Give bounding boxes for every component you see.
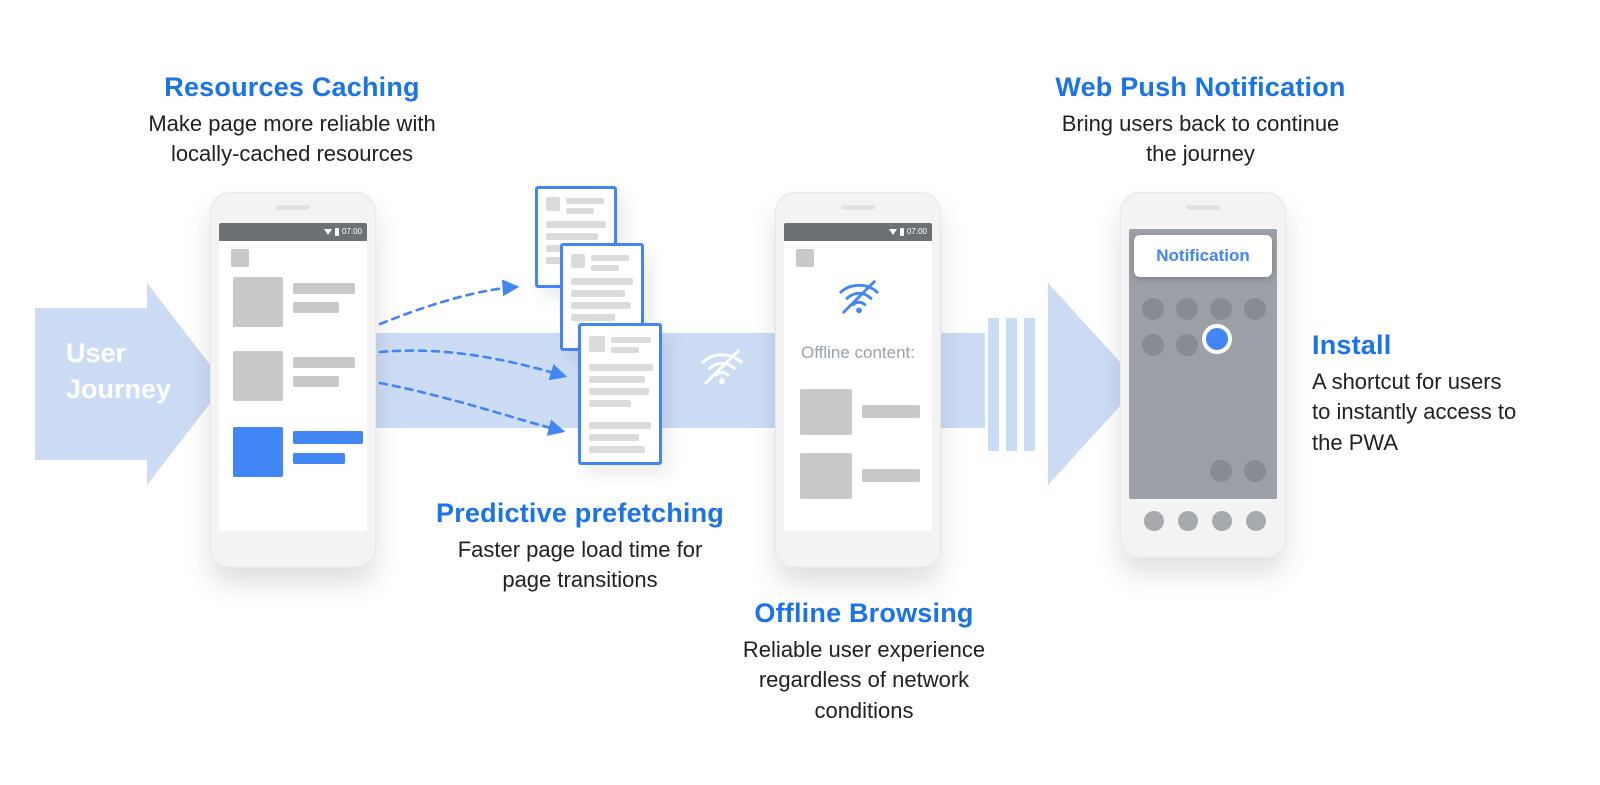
speaker-slot [841, 205, 875, 210]
text-line-placeholder [293, 302, 339, 313]
thumbnail-placeholder [571, 254, 585, 268]
pwa-shortcut-icon[interactable] [1202, 324, 1232, 354]
journey-band-segment [1006, 318, 1017, 451]
offline-browsing-section: Offline Browsing Reliable user experienc… [689, 598, 1039, 726]
offline-browsing-title: Offline Browsing [754, 598, 974, 628]
menu-placeholder [796, 249, 814, 267]
signal-icon [888, 229, 897, 235]
text-line-placeholder [566, 208, 594, 214]
text-line-placeholder [293, 357, 355, 368]
web-push-notification-title: Web Push Notification [1055, 72, 1346, 102]
wifi-off-icon [839, 280, 879, 314]
prefetch-arrow-top [378, 279, 520, 326]
web-push-notification-description: Bring users back to continue the journey [1061, 111, 1340, 167]
install-section: Install A shortcut for users to instantl… [1312, 330, 1562, 458]
clock-label: 07:00 [906, 227, 927, 236]
journey-band-segment [1024, 318, 1035, 451]
text-line-placeholder [571, 314, 615, 321]
text-line-placeholder [589, 388, 649, 395]
battery-icon [899, 228, 904, 236]
app-icon-placeholder [1176, 334, 1198, 356]
menu-placeholder [231, 249, 249, 267]
journey-phone-screen: 07:00 [219, 223, 367, 531]
app-icon-placeholder [1142, 298, 1164, 320]
resources-caching-description: Make page more reliable with locally-cac… [148, 111, 436, 167]
predictive-prefetching-description: Faster page load time for page transitio… [457, 537, 703, 593]
text-line-placeholder [546, 221, 606, 228]
phone-user-journey: 07:00 [210, 192, 376, 568]
text-line-placeholder [293, 376, 339, 387]
notification-label: Notification [1156, 246, 1250, 265]
text-line-placeholder [546, 233, 598, 240]
push-notification-card[interactable]: Notification [1134, 235, 1272, 277]
prefetched-page [578, 323, 662, 465]
offline-phone-screen: 07:00 Offline content: [784, 223, 932, 531]
status-bar: 07:00 [784, 223, 932, 241]
app-icon-placeholder [1210, 460, 1232, 482]
user-journey-label: User Journey [66, 338, 172, 404]
predictive-prefetching-title: Predictive prefetching [436, 498, 724, 528]
text-line-placeholder [589, 434, 639, 441]
text-line-placeholder [589, 446, 645, 453]
app-icon-placeholder [1142, 334, 1164, 356]
offline-content-label: Offline content: [800, 343, 916, 362]
text-line-placeholder [566, 198, 604, 204]
dock-icon-placeholder [1144, 511, 1164, 531]
phone-install: Notification [1120, 192, 1286, 558]
text-line-placeholder [589, 422, 651, 429]
app-icon-placeholder [1176, 298, 1198, 320]
install-phone-screen: Notification [1129, 229, 1277, 499]
thumbnail-placeholder [800, 389, 852, 435]
thumbnail-placeholder [800, 453, 852, 499]
app-icon-placeholder [1244, 460, 1266, 482]
signal-icon [323, 229, 332, 235]
clock-label: 07:00 [341, 227, 362, 236]
text-line-placeholder [293, 283, 355, 294]
text-line-placeholder [591, 255, 629, 261]
thumbnail-placeholder [233, 351, 283, 401]
text-line-placeholder [589, 376, 645, 383]
text-line-placeholder [589, 400, 631, 407]
user-journey-arrow-body [35, 308, 147, 460]
resources-caching-section: Resources Caching Make page more reliabl… [107, 72, 477, 170]
predictive-prefetching-section: Predictive prefetching Faster page load … [395, 498, 765, 596]
dock-icon-placeholder [1212, 511, 1232, 531]
install-title: Install [1312, 330, 1392, 360]
text-line-placeholder [589, 364, 653, 371]
app-icon-placeholder [1244, 298, 1266, 320]
dock-icon-placeholder [1246, 511, 1266, 531]
wifi-off-icon [701, 349, 743, 385]
install-description: A shortcut for users to instantly access… [1312, 369, 1517, 455]
status-bar: 07:00 [219, 223, 367, 241]
speaker-slot [276, 205, 310, 210]
text-line-placeholder [571, 278, 633, 285]
highlighted-thumbnail-placeholder [233, 427, 283, 477]
text-line-placeholder [591, 265, 619, 271]
app-icon-placeholder [1210, 298, 1232, 320]
highlighted-line-placeholder [293, 453, 345, 464]
text-line-placeholder [571, 302, 631, 309]
battery-icon [334, 228, 339, 236]
journey-band-segment [988, 318, 999, 451]
thumbnail-placeholder [589, 336, 605, 352]
text-line-placeholder [611, 347, 639, 353]
dock-icon-placeholder [1178, 511, 1198, 531]
resources-caching-title: Resources Caching [164, 72, 420, 102]
text-line-placeholder [862, 469, 920, 482]
web-push-notification-section: Web Push Notification Bring users back t… [1008, 72, 1393, 170]
text-line-placeholder [862, 405, 920, 418]
thumbnail-placeholder [546, 197, 560, 211]
thumbnail-placeholder [233, 277, 283, 327]
highlighted-line-placeholder [293, 431, 363, 444]
phone-offline-browsing: 07:00 Offline content: [775, 192, 941, 568]
text-line-placeholder [571, 290, 625, 297]
offline-browsing-description: Reliable user experience regardless of n… [742, 637, 986, 723]
text-line-placeholder [611, 337, 651, 343]
speaker-slot [1186, 205, 1220, 210]
